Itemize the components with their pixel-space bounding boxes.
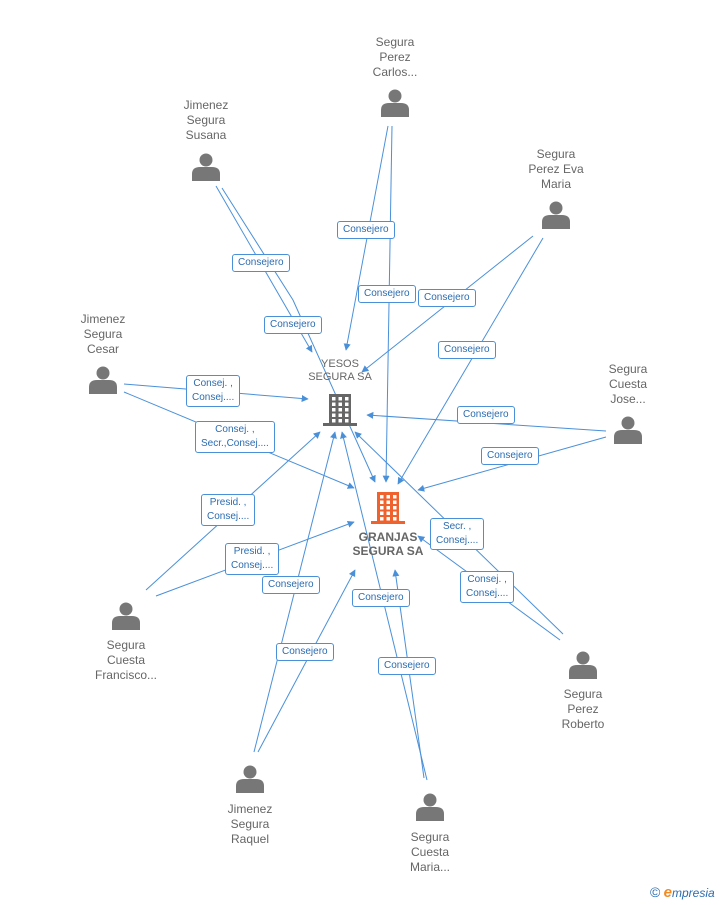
empresia-logo: © empresia — [650, 884, 715, 901]
relation-label-susana-yesos[interactable]: Consejero — [232, 254, 290, 272]
person-label-roberto[interactable]: Segura Perez Roberto — [561, 687, 605, 731]
person-label-raquel[interactable]: Jimenez Segura Raquel — [227, 802, 273, 846]
relation-label-cesar-yesos[interactable]: Consej. , Consej.... — [186, 375, 241, 407]
relation-label-raquel-yesos[interactable]: Consejero — [262, 576, 320, 594]
relation-edge-evamaria-granjas — [397, 237, 544, 485]
relation-label-carlos-yesos[interactable]: Consejero — [337, 221, 395, 239]
building-icon-yesos[interactable] — [323, 394, 357, 426]
person-label-jose[interactable]: Segura Cuesta Jose... — [608, 362, 648, 406]
copyright-symbol: © — [650, 884, 661, 900]
company-label-granjas[interactable]: GRANJAS SEGURA SA — [352, 530, 424, 558]
person-icon-evamaria[interactable] — [542, 201, 570, 230]
relation-label-roberto-yesos[interactable]: Secr. , Consej.... — [430, 518, 485, 550]
relation-label-maria-yesos[interactable]: Consejero — [352, 589, 410, 607]
person-label-cesar[interactable]: Jimenez Segura Cesar — [80, 312, 126, 356]
person-label-francisco[interactable]: Segura Cuesta Francisco... — [94, 638, 157, 682]
person-icon-jose[interactable] — [614, 416, 642, 445]
relation-label-evamaria-yesos[interactable]: Consejero — [418, 289, 476, 307]
company-label-yesos[interactable]: YESOS SEGURA SA — [308, 358, 372, 383]
relation-label-cesar-granjas[interactable]: Consej. , Secr.,Consej.... — [195, 421, 275, 453]
person-label-susana[interactable]: Jimenez Segura Susana — [183, 98, 229, 142]
relation-label-roberto-granjas[interactable]: Consej. , Consej.... — [460, 571, 515, 603]
relation-label-maria-granjas[interactable]: Consejero — [378, 657, 436, 675]
person-label-evamaria[interactable]: Segura Perez Eva Maria — [528, 147, 584, 191]
relation-label-jose-yesos[interactable]: Consejero — [457, 406, 515, 424]
person-label-carlos[interactable]: Segura Perez Carlos... — [372, 35, 418, 79]
building-icon-granjas[interactable] — [371, 492, 405, 524]
relation-label-carlos-granjas[interactable]: Consejero — [358, 285, 416, 303]
relation-label-evamaria-granjas[interactable]: Consejero — [438, 341, 496, 359]
person-label-maria[interactable]: Segura Cuesta Maria... — [409, 830, 450, 874]
relation-edge-carlos-granjas — [382, 125, 393, 483]
person-icon-raquel[interactable] — [236, 765, 264, 794]
brand-name: mpresia — [672, 886, 715, 900]
relation-label-francisco-yesos[interactable]: Presid. , Consej.... — [201, 494, 256, 526]
person-icon-carlos[interactable] — [381, 89, 409, 118]
brand-initial: e — [663, 884, 673, 901]
relation-edge-raquel-granjas — [257, 569, 356, 753]
relation-label-raquel-granjas[interactable]: Consejero — [276, 643, 334, 661]
person-icon-maria[interactable] — [416, 793, 444, 822]
relation-label-jose-granjas[interactable]: Consejero — [481, 447, 539, 465]
person-icon-susana[interactable] — [192, 153, 220, 182]
person-icon-roberto[interactable] — [569, 651, 597, 680]
relation-label-francisco-granjas[interactable]: Presid. , Consej.... — [225, 543, 280, 575]
person-icon-cesar[interactable] — [89, 366, 117, 395]
person-icon-francisco[interactable] — [112, 602, 140, 631]
relation-label-susana-granjas[interactable]: Consejero — [264, 316, 322, 334]
